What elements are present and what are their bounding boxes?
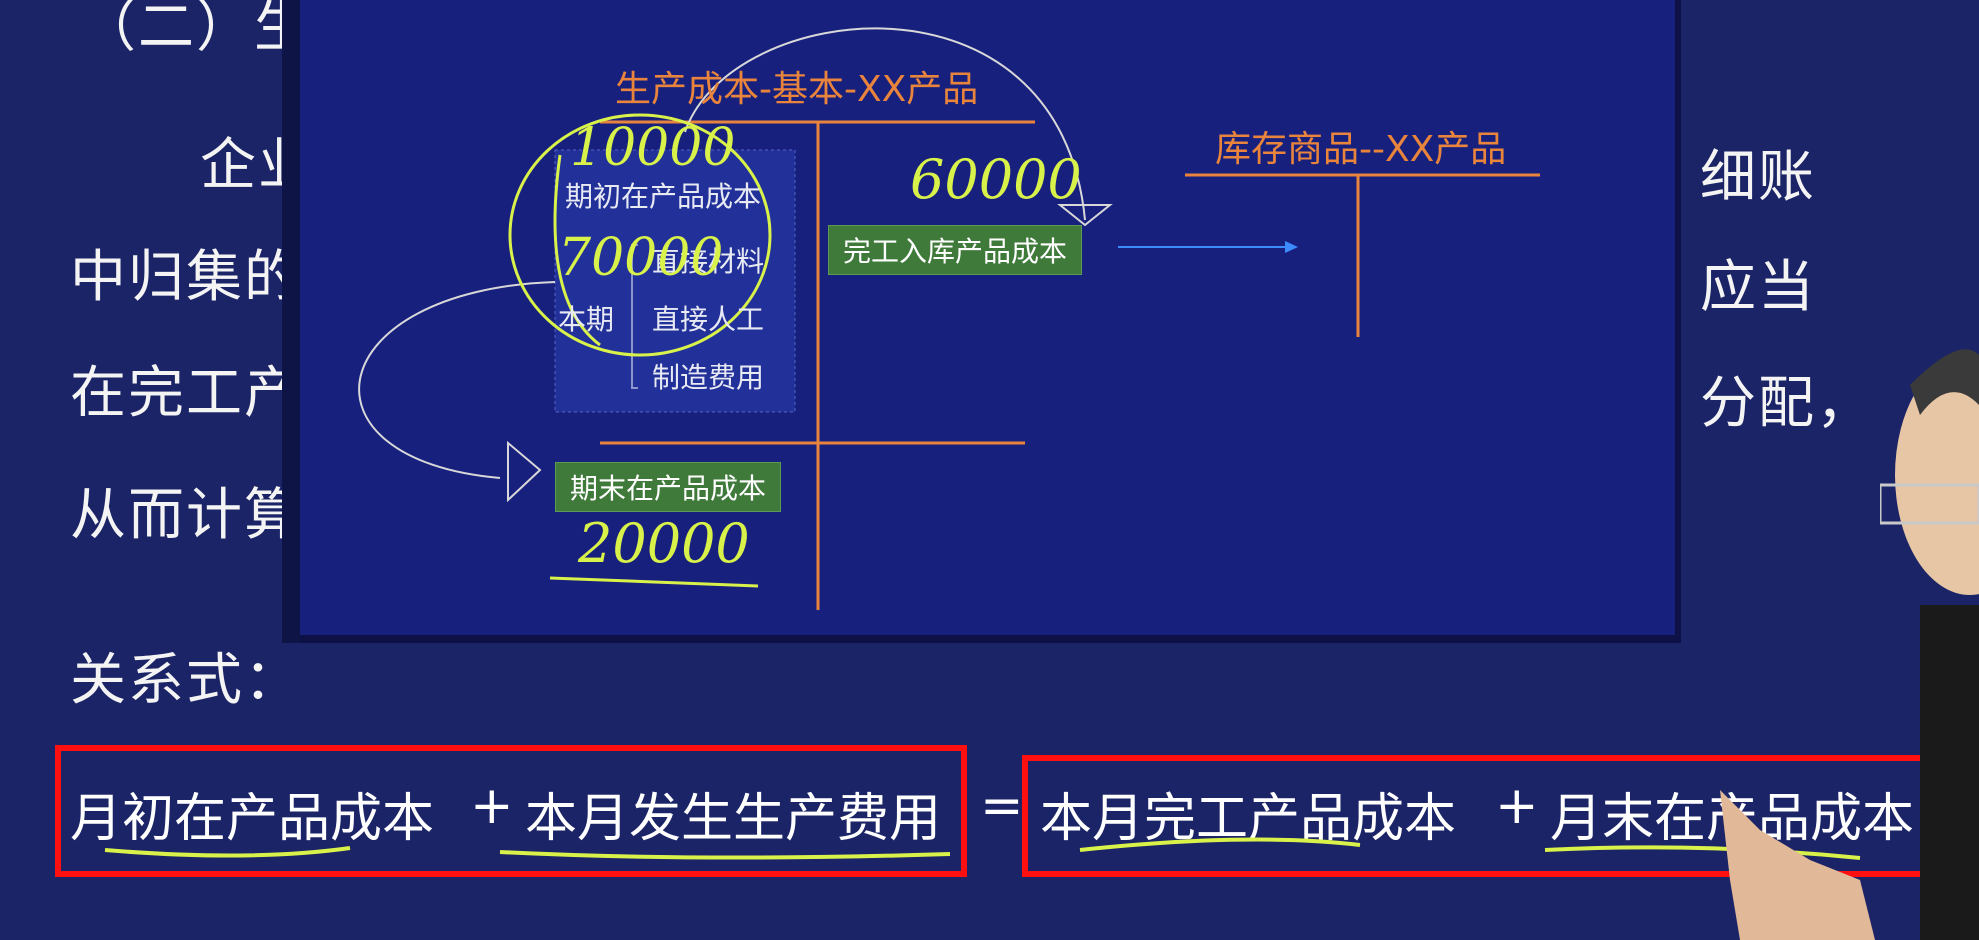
opening-balance-label: 期初在产品成本 [565, 180, 762, 213]
completed-goods-box: 完工入库产品成本 [828, 225, 1083, 275]
paragraph-line-2-right: 应当 [1700, 255, 1816, 320]
t-account-diagram-panel: 生产成本-基本-XX产品 库存商品--XX产品 期初在产品成本 本期 直接材料 … [300, 0, 1681, 643]
formula-term-current-costs: 本月发生生产费用 [525, 789, 942, 849]
formula-equals: = [980, 776, 1024, 836]
handwritten-current-value: 70000 [558, 228, 724, 288]
handwritten-ending-value: 20000 [578, 512, 750, 575]
relation-label: 关系式： [70, 648, 302, 713]
handwritten-opening-value: 10000 [570, 118, 736, 178]
paragraph-line-2-left: 中归集的 [70, 245, 302, 310]
formula-term-completed-goods: 本月完工产品成本 [1040, 789, 1457, 849]
formula-term-opening-wip: 月初在产品成本 [70, 789, 435, 849]
current-period-label: 本期 [558, 303, 615, 336]
ending-wip-box: 期末在产品成本 [555, 462, 782, 512]
current-item-overhead: 制造费用 [652, 361, 765, 394]
paragraph-line-3-left: 在完工产 [70, 361, 302, 426]
formula-plus-1: + [470, 776, 514, 836]
paragraph-line-1-right: 细账 [1700, 145, 1816, 210]
section-header-partial: （二）生 [80, 0, 312, 60]
current-item-labor: 直接人工 [652, 303, 765, 336]
right-account-title: 库存商品--XX产品 [1215, 129, 1507, 170]
presenter-hand [1700, 790, 1880, 940]
left-account-title: 生产成本-基本-XX产品 [615, 69, 979, 110]
paragraph-line-3-right: 分配， [1700, 371, 1874, 436]
formula-left-highlight [55, 745, 967, 877]
presenter-figure [1880, 345, 1979, 940]
diagram-lines [358, 27, 1540, 610]
paragraph-line-4-left: 从而计算 [70, 483, 302, 548]
handwritten-completed-value: 60000 [910, 148, 1082, 211]
formula-plus-2: + [1495, 776, 1539, 836]
paragraph-line-1-left: 企业 [200, 133, 316, 198]
current-item-materials: 直接材料 [652, 245, 765, 278]
